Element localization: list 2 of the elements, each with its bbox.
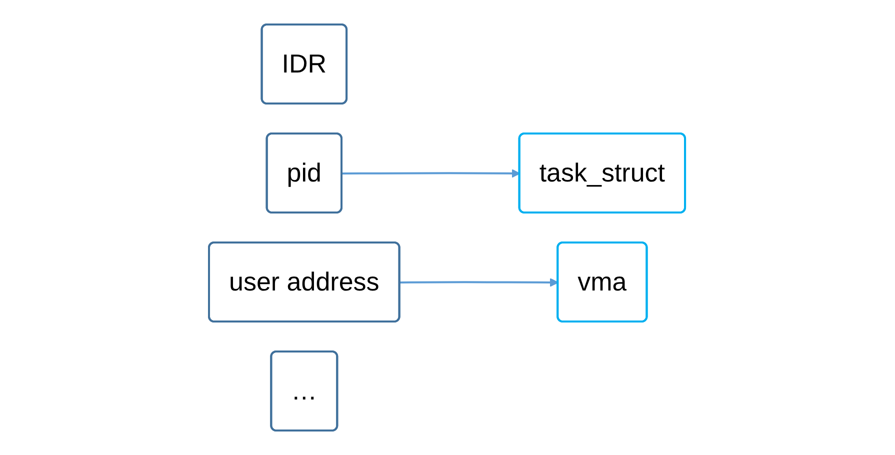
arrow — [342, 169, 521, 178]
arrow — [400, 278, 559, 287]
